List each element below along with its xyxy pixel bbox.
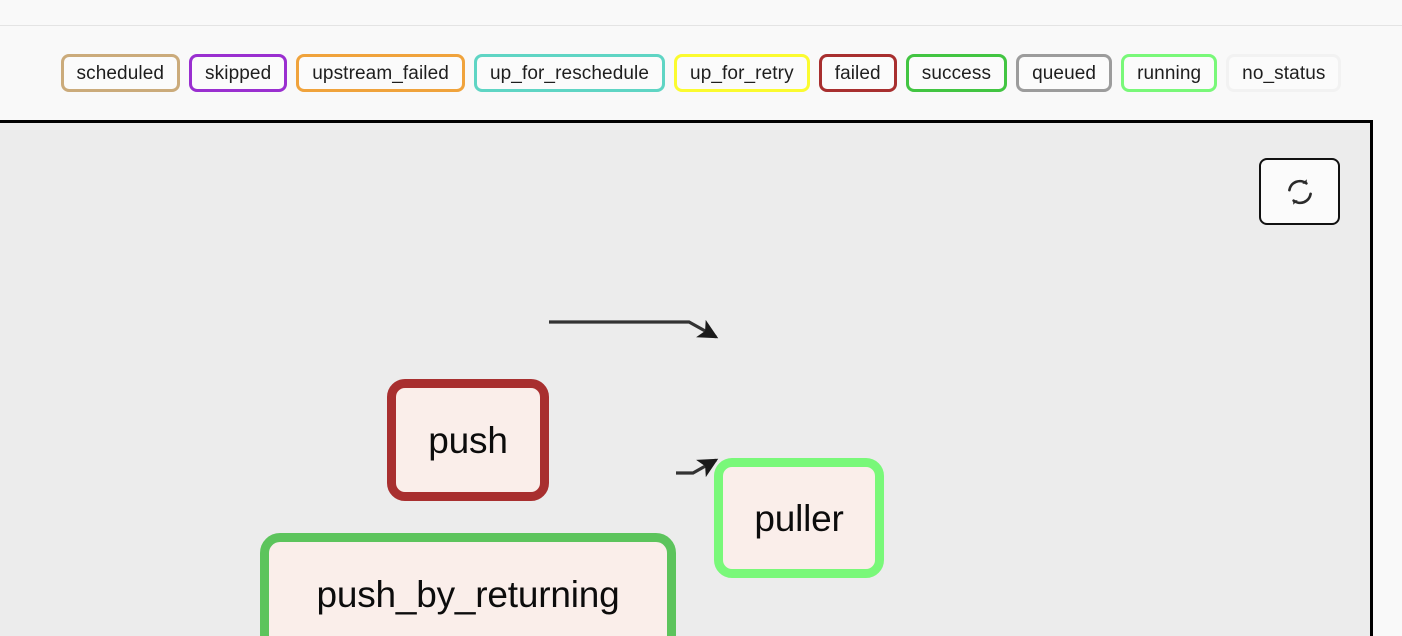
- legend-badge-no-status[interactable]: no_status: [1226, 54, 1342, 92]
- graph-edges-layer: [549, 319, 719, 478]
- refresh-button[interactable]: [1259, 158, 1340, 225]
- task-node-push-by-returning[interactable]: push_by_returning: [260, 533, 676, 636]
- legend-badge-running[interactable]: running: [1121, 54, 1218, 92]
- legend-badge-scheduled[interactable]: scheduled: [60, 54, 181, 92]
- header-divider: [0, 25, 1402, 26]
- task-node-puller[interactable]: puller: [714, 458, 884, 578]
- legend-badge-success[interactable]: success: [905, 54, 1008, 92]
- legend-badge-up-for-retry[interactable]: up_for_retry: [674, 54, 810, 92]
- legend-badge-failed[interactable]: failed: [818, 54, 897, 92]
- legend-badge-skipped[interactable]: skipped: [189, 54, 288, 92]
- dag-graph-canvas[interactable]: push push_by_returning puller: [0, 120, 1373, 636]
- legend-badge-queued[interactable]: queued: [1016, 54, 1113, 92]
- task-node-push[interactable]: push: [387, 379, 549, 501]
- refresh-icon: [1285, 177, 1315, 207]
- legend-badge-upstream-failed[interactable]: upstream_failed: [296, 54, 465, 92]
- edge-push-by-returning-to-puller: [676, 458, 719, 478]
- task-node-push-by-returning-label: push_by_returning: [316, 573, 620, 615]
- task-node-push-label: push: [428, 419, 508, 461]
- edge-push-to-puller: [549, 319, 719, 339]
- task-node-puller-label: puller: [754, 497, 844, 539]
- legend-badge-up-for-reschedule[interactable]: up_for_reschedule: [473, 54, 666, 92]
